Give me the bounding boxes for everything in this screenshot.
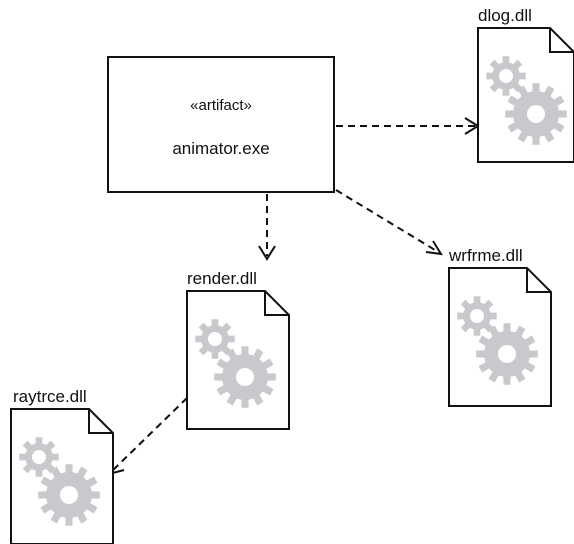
file-label-wrfrme: wrfrme.dll [448, 246, 523, 265]
file-node-raytrce: raytrce.dll [10, 387, 114, 544]
file-node-render: render.dll [186, 269, 290, 430]
artifact-name: animator.exe [172, 139, 269, 158]
file-label-dlog: dlog.dll [478, 6, 532, 25]
small-gear-icon [195, 319, 235, 359]
small-gear-icon [457, 296, 497, 336]
large-gear-icon [505, 83, 567, 145]
large-gear-icon [476, 323, 538, 385]
gears-icon [19, 437, 100, 526]
dependency-wrfrme-arrow [335, 189, 443, 256]
large-gear-icon [214, 346, 276, 408]
small-gear-icon [19, 437, 59, 477]
page-fold [264, 291, 289, 316]
dependency-raytrce-arrow [107, 397, 188, 476]
artifact-node: «artifact» animator.exe [107, 56, 335, 193]
page-fold [88, 409, 113, 434]
gears-icon [195, 319, 276, 408]
dependency-dlog-arrow [336, 117, 480, 135]
file-node-wrfrme: wrfrme.dll [448, 246, 552, 407]
file-node-dlog: dlog.dll [477, 6, 574, 163]
small-gear-icon [486, 56, 526, 96]
page-fold [526, 268, 551, 293]
gears-icon [486, 56, 567, 145]
file-label-render: render.dll [187, 269, 257, 288]
gears-icon [457, 296, 538, 385]
artifact-stereotype: «artifact» [190, 97, 252, 114]
large-gear-icon [38, 464, 100, 526]
file-label-raytrce: raytrce.dll [13, 387, 87, 406]
artifact-box [107, 56, 335, 193]
page-fold [549, 28, 574, 53]
dependency-render-arrow [258, 194, 276, 261]
